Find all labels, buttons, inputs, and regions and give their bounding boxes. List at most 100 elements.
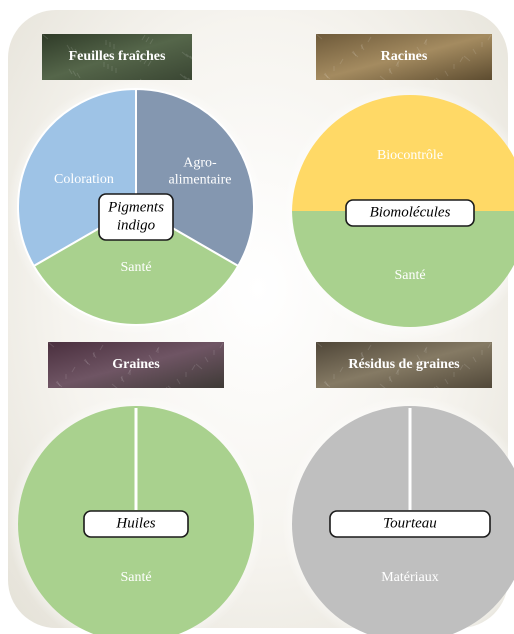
photo-texture	[352, 50, 357, 57]
segment-label-sante: Santé	[120, 260, 151, 275]
center-box-tourteau	[329, 510, 491, 538]
banner-photo-feuilles-fraiches	[42, 34, 192, 80]
photo-texture	[416, 46, 421, 53]
photo-texture	[56, 380, 61, 387]
photo-texture	[191, 364, 196, 371]
banner-title-graines: Graines	[112, 357, 160, 372]
photo-texture	[74, 48, 79, 55]
photo-texture	[444, 70, 449, 77]
photo-texture	[339, 366, 344, 373]
photo-texture	[444, 378, 449, 385]
photo-texture	[195, 363, 203, 370]
center-label-biomolecules: Biomolécules	[370, 204, 451, 220]
photo-texture	[111, 383, 119, 390]
photo-texture	[423, 346, 428, 353]
photo-texture	[388, 68, 393, 75]
photo-texture	[352, 358, 357, 365]
photo-texture	[163, 386, 168, 393]
photo-texture	[360, 44, 365, 51]
segment-label-agro-alimentaire: Agro-alimentaire	[169, 156, 232, 188]
photo-texture	[487, 34, 492, 41]
photo-texture	[431, 78, 436, 85]
photo-texture	[176, 378, 181, 385]
photo-texture	[351, 359, 359, 366]
photo-texture	[179, 73, 187, 80]
photo-texture	[183, 75, 191, 82]
photo-texture	[360, 352, 365, 359]
segment-label-materiaux: Matériaux	[381, 570, 439, 585]
photo-texture	[71, 366, 76, 373]
photo-texture	[145, 36, 150, 43]
photo-texture	[379, 383, 387, 390]
photo-texture	[92, 352, 97, 359]
banner-photo-residus-de-graines	[316, 342, 492, 388]
banner-photo-graines	[48, 342, 224, 388]
photo-texture	[339, 58, 344, 65]
photo-texture	[155, 346, 160, 353]
photo-texture	[147, 60, 152, 67]
segment-label-coloration: Coloration	[54, 172, 114, 187]
photo-texture	[388, 376, 393, 383]
photo-texture	[149, 38, 154, 45]
photo-texture	[83, 359, 91, 366]
photo-texture	[219, 342, 224, 349]
photo-texture	[78, 50, 83, 57]
segment-label-sante: Santé	[120, 570, 151, 585]
pie-slice-sante	[32, 205, 240, 326]
photo-texture	[47, 341, 55, 348]
photo-texture	[423, 38, 428, 45]
photo-texture	[187, 77, 195, 84]
photo-texture	[472, 48, 477, 55]
photo-texture	[324, 72, 329, 79]
photo-texture	[395, 368, 400, 375]
photo-texture	[68, 68, 73, 75]
photo-texture	[315, 33, 323, 40]
photo-texture	[351, 51, 359, 58]
photo-texture	[181, 51, 189, 58]
photo-texture	[189, 55, 197, 62]
pie-slice-biocontrole	[292, 95, 514, 211]
banner-title-feuilles-fraiches: Feuilles fraîches	[69, 49, 166, 64]
photo-texture	[55, 381, 63, 388]
photo-texture	[459, 56, 464, 63]
center-box-huiles	[83, 510, 189, 538]
photo-texture	[139, 56, 144, 63]
photo-texture	[143, 58, 148, 65]
photo-texture	[84, 358, 89, 365]
banner-title-residus-de-graines: Résidus de graines	[348, 357, 460, 372]
photo-texture	[315, 341, 323, 348]
segment-label-sante: Santé	[394, 268, 425, 283]
photo-texture	[435, 385, 443, 392]
photo-texture	[148, 354, 153, 361]
photo-texture	[416, 354, 421, 361]
photo-texture	[120, 376, 125, 383]
photo-texture	[463, 55, 471, 62]
photo-texture	[167, 385, 175, 392]
photo-texture	[395, 60, 400, 67]
photo-texture	[459, 364, 464, 371]
photo-texture	[41, 33, 49, 40]
photo-texture	[204, 356, 209, 363]
photo-texture	[472, 356, 477, 363]
photo-texture	[487, 342, 492, 349]
photo-texture	[66, 44, 71, 51]
pie-slice-sante-lower	[292, 211, 514, 327]
photo-texture	[323, 381, 331, 388]
photo-texture	[72, 70, 77, 77]
photo-texture	[127, 368, 132, 375]
photo-texture	[76, 72, 81, 79]
photo-texture	[99, 344, 104, 351]
center-label-tourteau: Tourteau	[383, 515, 437, 531]
quadrant-residus-de-graines: Matériaux Tourteau Résidus de graines	[282, 341, 514, 634]
photo-texture	[379, 75, 387, 82]
photo-texture	[407, 53, 415, 60]
segment-label-biocontrole: Biocontrôle	[377, 148, 443, 163]
photo-texture	[185, 53, 193, 60]
photo-texture	[435, 77, 443, 84]
